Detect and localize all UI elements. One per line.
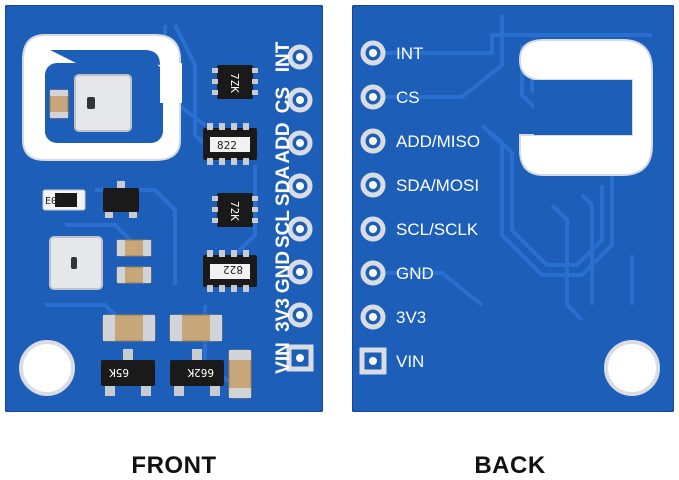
back-pin-label-add-miso: ADD/MISO (396, 132, 480, 151)
front-board: 7ZK 822 72K 822 E01 65K 662K (5, 5, 323, 412)
back-pin-label-gnd: GND (396, 264, 434, 283)
back-pin-label-cs: CS (396, 88, 420, 107)
back-pin-label-scl-sclk: SCL/SCLK (396, 220, 479, 239)
mounting-hole-back (604, 340, 660, 396)
transistor-right-marking: 662K (187, 366, 214, 379)
front-pin-pads (286, 44, 314, 372)
front-pin-label-sda: SDA (273, 166, 294, 206)
front-pin-label-gnd: GND (273, 251, 294, 293)
back-pin-pads (359, 40, 387, 375)
ic-top-marking: 7ZK (228, 73, 241, 93)
back-pin-label-vin: VIN (396, 352, 424, 371)
front-pin-label-3v3: 3V3 (273, 298, 294, 332)
front-pin-label-int: INT (273, 41, 294, 72)
ic-top (217, 65, 253, 99)
transistor-left-marking: 65K (109, 366, 129, 379)
ic-middle-marking: 72K (228, 201, 241, 221)
back-caption: BACK (474, 452, 546, 479)
front-pin-label-vin: VIN (273, 342, 294, 374)
transistor-right (170, 360, 224, 386)
back-board: INT CS ADD/MISO SDA/MOSI SCL/SCLK GND 3V… (352, 5, 674, 412)
pressure-sensor-chip (74, 74, 132, 132)
small-ic-marking: E01 (45, 196, 63, 207)
front-caption: FRONT (131, 452, 217, 479)
resistor-array-top-marking: 822 (217, 139, 237, 152)
ic-middle (217, 193, 253, 227)
back-pin-label-int: INT (396, 44, 423, 63)
slot-cutout-back (518, 39, 653, 176)
back-board-image: INT CS ADD/MISO SDA/MOSI SCL/SCLK GND 3V… (352, 5, 674, 412)
transistor-left (101, 360, 155, 386)
front-pin-label-add: ADD (273, 122, 294, 163)
resistor-array-bottom-marking: 822 (223, 263, 243, 276)
back-pin-label-sda-mosi: SDA/MOSI (396, 176, 479, 195)
mounting-hole-front (19, 340, 75, 396)
front-pin-label-cs: CS (273, 87, 294, 113)
back-pin-label-3v3: 3V3 (396, 308, 426, 327)
regulator-small (103, 188, 139, 212)
front-board-image: 7ZK 822 72K 822 E01 65K 662K (5, 5, 323, 412)
front-pin-label-scl: SCL (273, 210, 294, 248)
